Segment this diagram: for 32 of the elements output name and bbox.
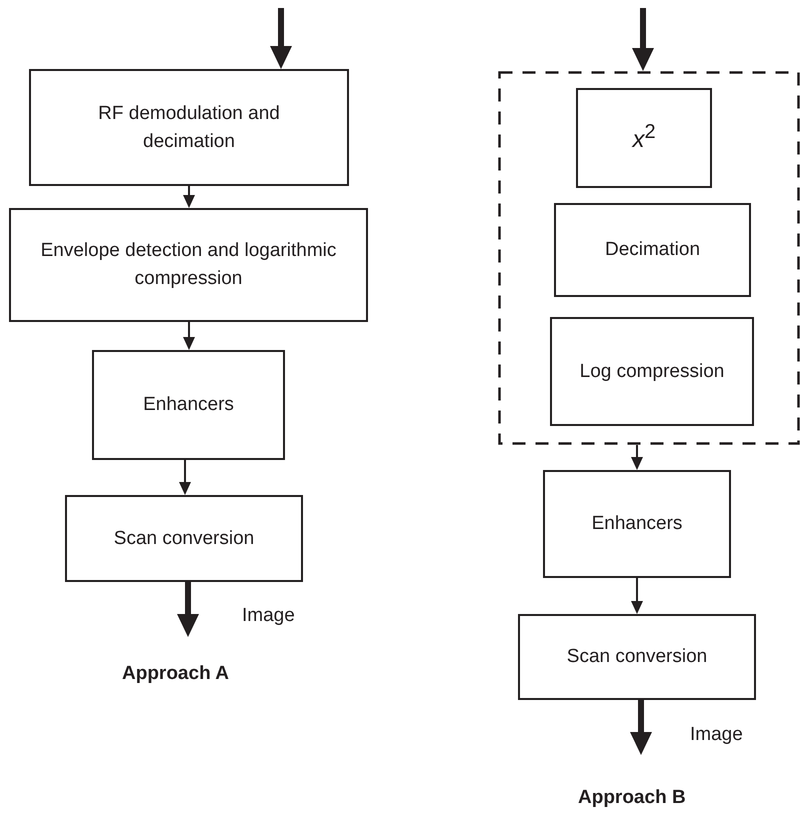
process-box [92,350,285,460]
edge-label: Image [690,724,743,746]
arrow [183,322,195,350]
arrow [179,460,191,495]
process-box [576,88,712,188]
arrow [631,445,643,470]
process-box [518,614,756,700]
box-text: RF demodulation and decimation [97,102,281,154]
process-box [543,470,731,578]
box-text: Log compression [578,360,726,384]
process-box [554,203,751,297]
arrow [177,582,199,637]
caption-label: Approach A [122,663,229,685]
box-text: x$^{2}$ [630,120,657,156]
box-text: Envelope detection and logarithmic compression [40,239,338,291]
arrow [270,8,292,69]
box-text: Scan conversion [112,526,256,551]
process-box [29,69,349,186]
box-text: Scan conversion [566,645,708,670]
edge-label: Image [242,605,295,627]
box-text: Enhancers [590,512,684,536]
arrow [631,578,643,614]
arrow [630,700,652,755]
process-box [550,317,754,426]
box-text: Enhancers [142,393,235,418]
dashed-group-box [498,71,800,445]
box-text: Decimation [604,238,702,262]
process-box [65,495,303,582]
arrow [632,8,654,71]
process-box [9,208,368,322]
caption-label: Approach B [578,787,686,809]
arrow [183,186,195,208]
